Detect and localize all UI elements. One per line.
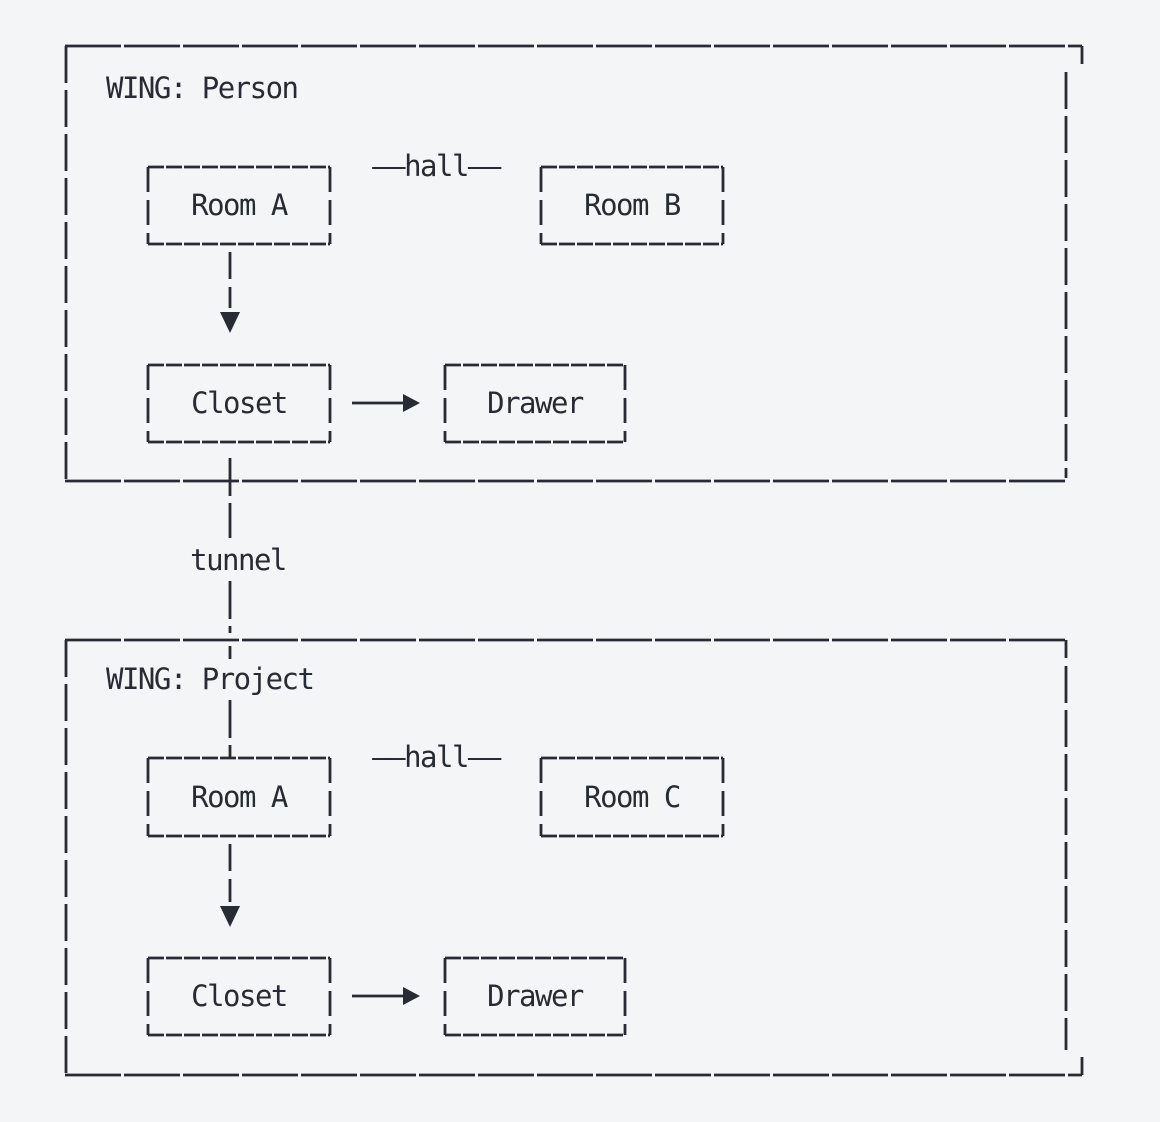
tunnel-label: tunnel (190, 543, 287, 577)
room-b-box-person-v (539, 167, 725, 244)
hall-label-person: ——hall—— (372, 149, 501, 183)
closet-box-person-h (148, 363, 330, 444)
room-a-to-closet-arrow-project (220, 844, 240, 927)
closet-box-project-v (146, 958, 332, 1035)
closet-label-project: Closet (191, 979, 288, 1013)
arrow-down-head (220, 312, 240, 333)
room-a-label-person: Room A (191, 188, 288, 222)
drawer-label-person: Drawer (487, 386, 584, 420)
closet-to-drawer-arrow-person (352, 394, 420, 412)
room-c-box-project-h (541, 756, 723, 838)
room-a-label-project: Room A (191, 779, 288, 814)
hall-label-project: ——hall—— (372, 740, 501, 774)
closet-box-project-h (148, 956, 330, 1037)
room-a-to-closet-arrow-person (220, 252, 240, 333)
room-a-box-project (146, 756, 332, 838)
room-c-box-project-v (539, 758, 725, 836)
room-a-box-project-v (146, 758, 332, 836)
closet-box-person-v (146, 365, 332, 442)
room-a-box-person-v (146, 167, 332, 244)
room-a-box-project-h (148, 756, 330, 838)
room-a-box-person-h (148, 165, 330, 246)
drawer-box-person-h (445, 363, 625, 444)
room-a-box-person (146, 165, 332, 246)
wing-person-title: WING: Person (106, 71, 299, 105)
arrow-down-head (220, 906, 240, 927)
drawer-box-project-v (443, 958, 627, 1035)
closet-box-project (146, 956, 332, 1037)
room-b-label-person: Room B (584, 188, 681, 222)
room-c-box-project (539, 756, 725, 838)
drawer-label-project: Drawer (487, 979, 584, 1013)
room-b-box-person (539, 165, 725, 246)
room-c-label-project: Room C (584, 779, 681, 814)
closet-to-drawer-arrow-project (352, 987, 420, 1005)
drawer-box-project (443, 956, 627, 1037)
drawer-box-project-h (445, 956, 625, 1037)
arrow-right-head (403, 987, 420, 1005)
drawer-box-person-v (443, 365, 627, 442)
room-b-box-person-h (541, 165, 723, 246)
closet-label-person: Closet (191, 386, 288, 420)
closet-box-person (146, 363, 332, 444)
wing-project-title: WING: Project (106, 662, 315, 696)
arrow-right-head (403, 394, 420, 412)
wing-person-border (64, 44, 1084, 483)
drawer-box-person (443, 363, 627, 444)
wing-project-border (64, 638, 1084, 1077)
